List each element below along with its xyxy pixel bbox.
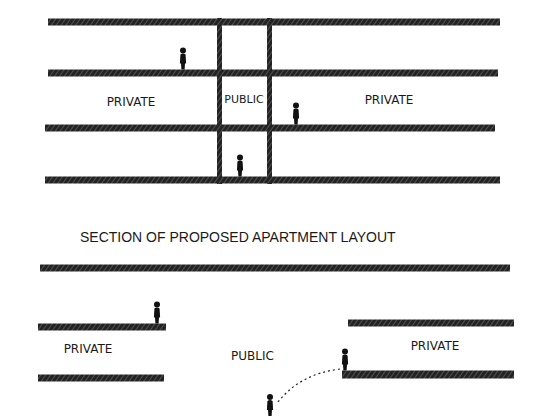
movement-path [278,369,340,402]
zone-fill [5,277,171,420]
zone-region: PRIVATE [45,25,217,180]
zone-region: PRIVATE [345,270,525,420]
floor-slab [45,177,500,184]
floor-slab [38,375,164,382]
person-figure [180,48,186,70]
floor-slab [48,70,498,77]
person-figure [342,349,348,371]
roof-slab [40,265,510,272]
wall-column [267,18,272,184]
floor-slab [38,324,166,331]
zone-blob [165,272,340,420]
wall-column [217,18,222,184]
floor-slab [48,19,500,26]
zone-region: PUBLIC [221,12,267,188]
person-figure [293,103,299,125]
person-figure [267,394,273,416]
zone-fill [170,277,335,420]
zone-fill [350,275,520,419]
floor-slab [342,371,514,379]
floor-slab [348,320,514,327]
zone-region: PRIVATE [0,272,176,420]
zone-region: PUBLIC [165,272,340,420]
zone-fill [50,30,212,175]
zone-fill [281,30,497,172]
section-caption: SECTION OF PROPOSED APARTMENT LAYOUT [80,229,396,245]
zone-label: PRIVATE [411,340,460,354]
person-figure [154,302,160,324]
person-figure [237,155,243,177]
zone-label: PUBLIC [231,350,274,364]
zone-label: PRIVATE [64,343,113,357]
zone-region: PRIVATE [276,25,502,177]
zone-label: PRIVATE [365,94,414,108]
zone-label: PRIVATE [107,96,156,110]
zone-label: PUBLIC [224,94,263,107]
